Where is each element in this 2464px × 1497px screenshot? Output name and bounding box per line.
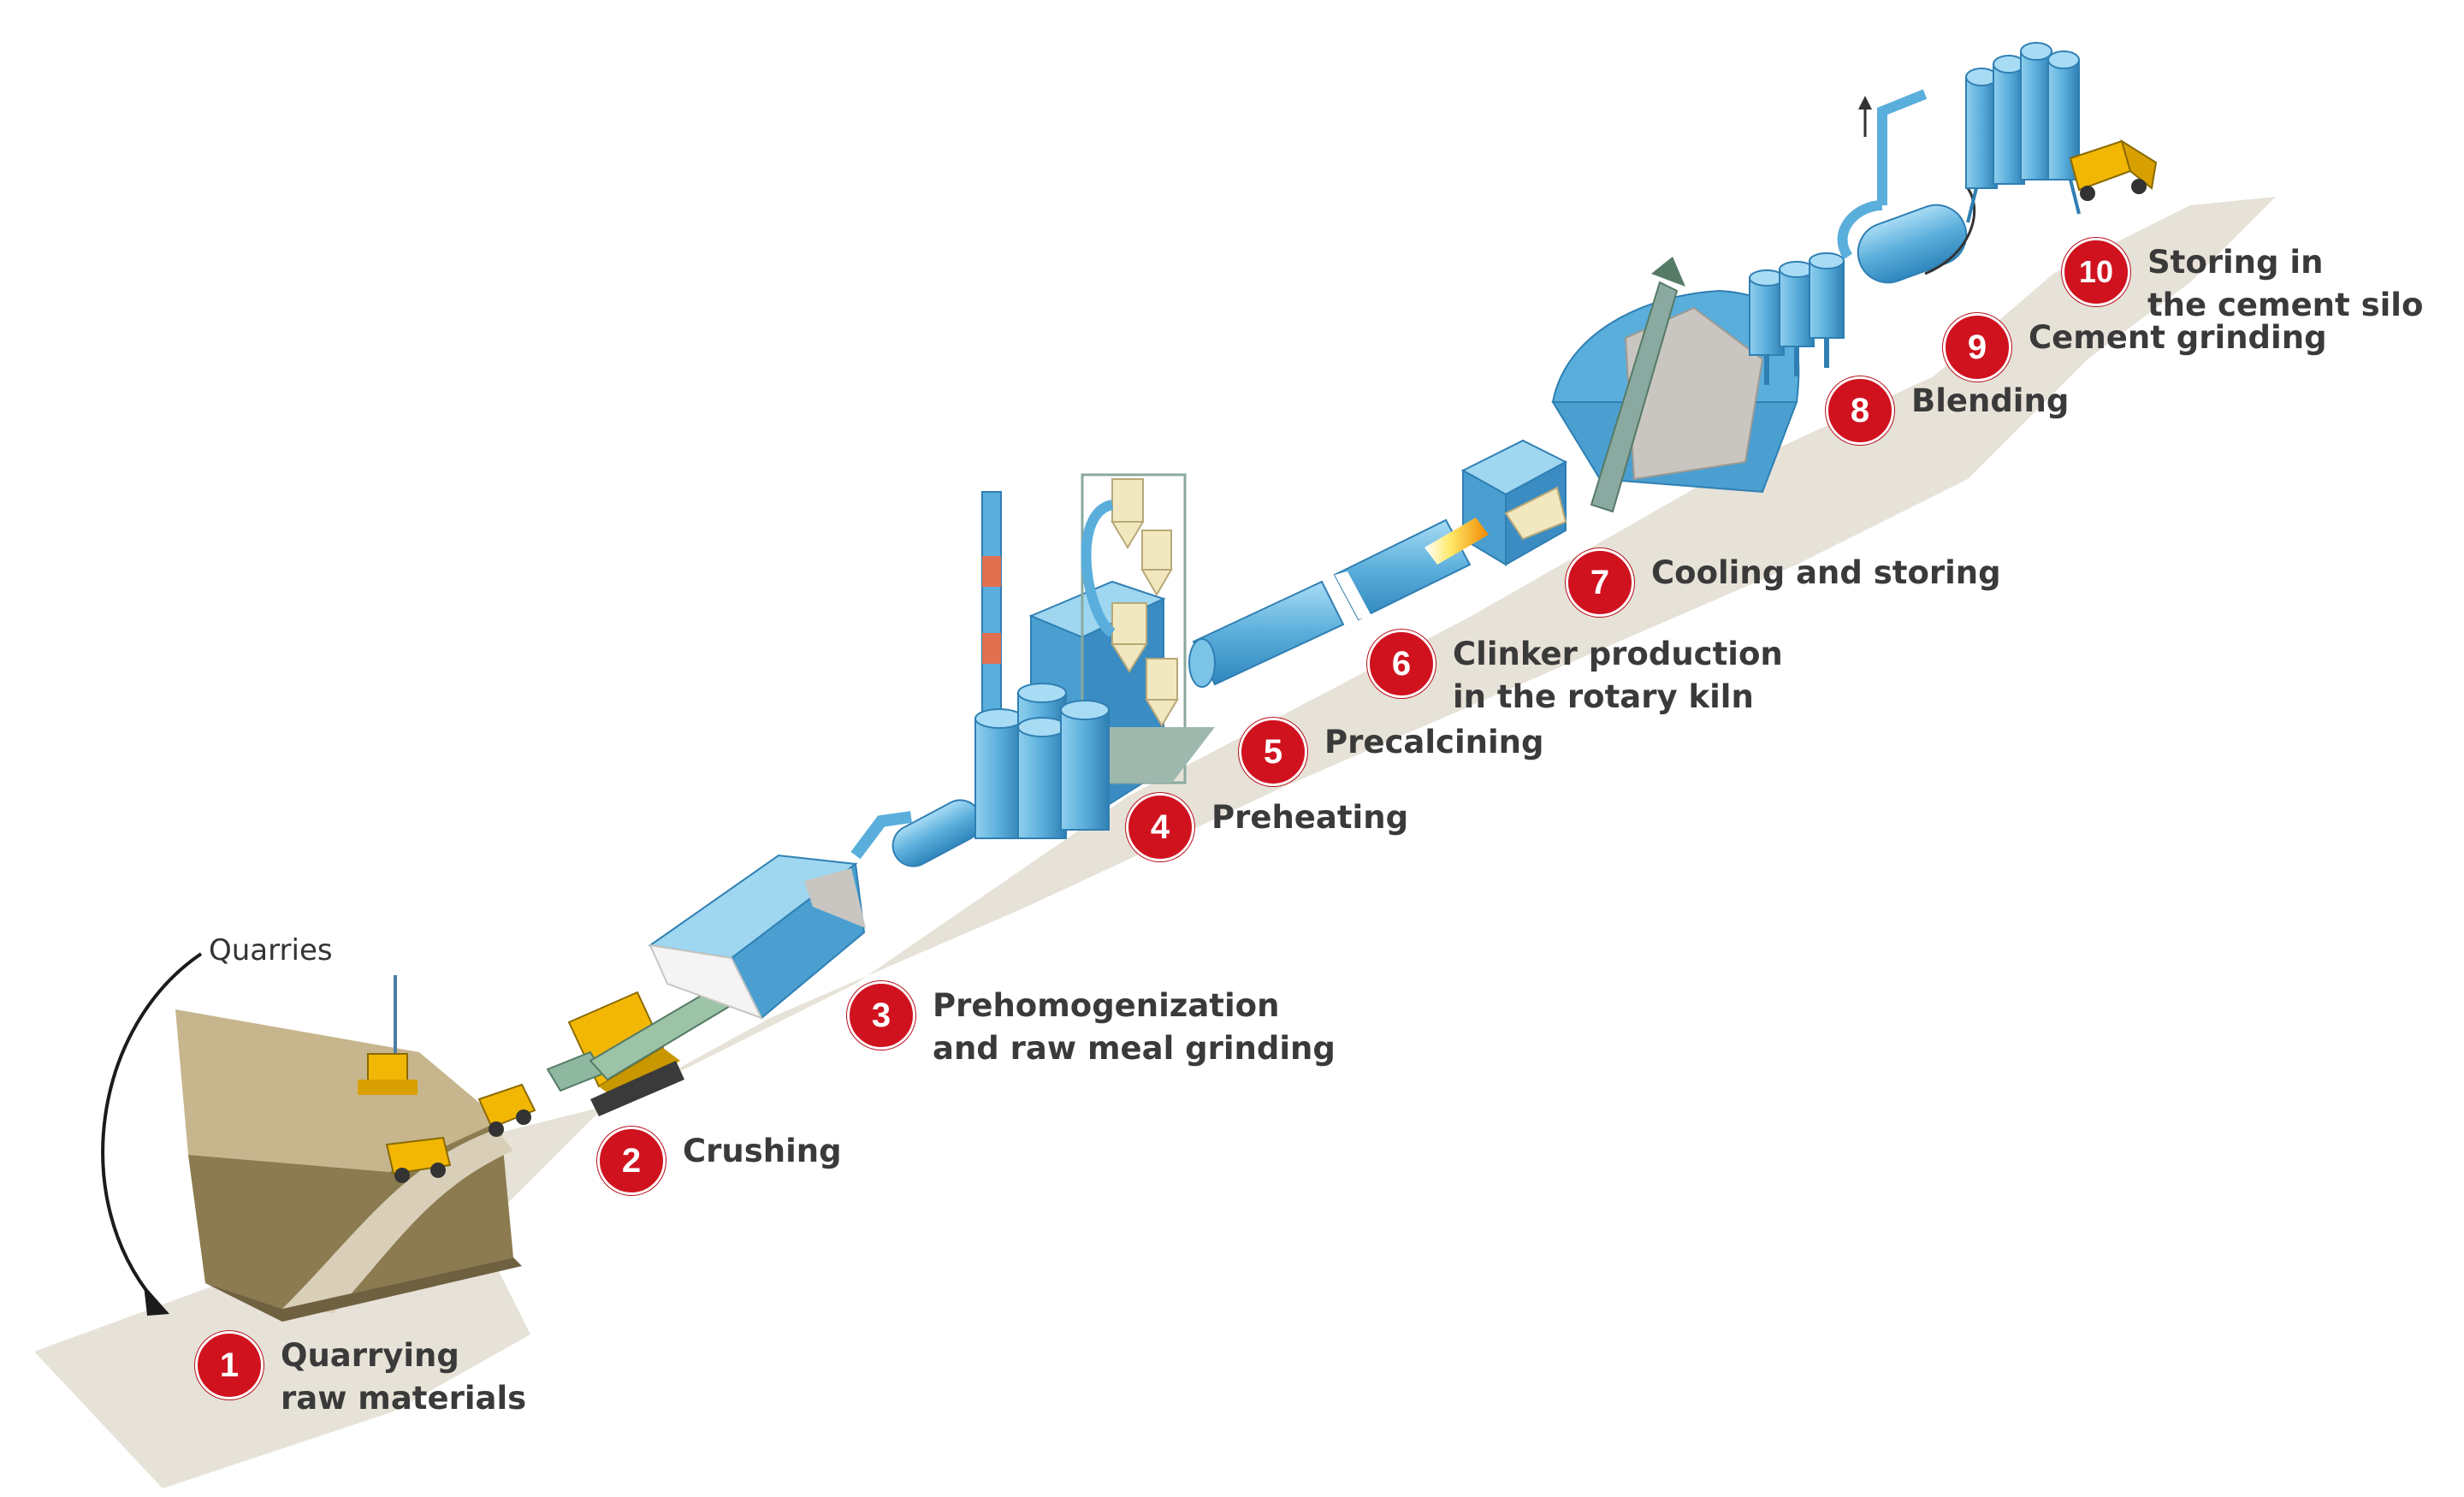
step-number-badge: 5 <box>1239 718 1307 786</box>
exhaust-stack <box>981 491 1002 715</box>
step-9-cement-grinding: 9 Cement grinding <box>1943 313 2327 382</box>
step-label: Cement grinding <box>2029 319 2327 356</box>
step-number-badge: 3 <box>847 981 915 1050</box>
step-number-badge: 7 <box>1566 548 1634 617</box>
step-number-badge: 8 <box>1826 376 1894 445</box>
raw-meal-silos <box>974 683 1110 839</box>
raw-mill <box>850 799 982 867</box>
prehomogenization-hall <box>648 854 866 1020</box>
step-8-blending: 8 Blending <box>1826 376 2069 445</box>
dump-truck <box>385 1136 452 1183</box>
step-label: Preheating <box>1211 799 1409 836</box>
cement-mill <box>1837 89 1976 284</box>
cement-truck <box>2069 139 2158 201</box>
clinker-storage-dome <box>1551 257 1800 513</box>
step-label: Cooling and storing <box>1651 554 2001 591</box>
step-2-crushing: 2 Crushing <box>597 1127 842 1195</box>
step-number-badge: 1 <box>195 1331 264 1399</box>
drilling-rig <box>358 975 418 1095</box>
step-number-badge: 4 <box>1126 793 1194 861</box>
step-label: Crushing <box>683 1133 842 1169</box>
step-number-badge: 2 <box>597 1127 666 1195</box>
quarries-arrow <box>101 952 203 1316</box>
blending-silos <box>1749 252 1845 385</box>
quarry-hill <box>175 1009 522 1322</box>
step-number-badge: 9 <box>1943 313 2011 382</box>
step-5-precalcining: 5 Precalcining <box>1239 718 1544 786</box>
cement-silos <box>1965 42 2081 223</box>
kiln-burner-and-cooler <box>1424 439 1568 566</box>
step-7-cooling-and-storing: 7 Cooling and storing <box>1566 548 2001 617</box>
step-label: Precalcining <box>1324 724 1544 760</box>
step-number-badge: 6 <box>1367 630 1436 698</box>
step-number-badge: 10 <box>2062 238 2130 306</box>
quarries-label: Quarries <box>209 933 333 967</box>
wheel-loader <box>477 1083 536 1137</box>
step-label: Blending <box>1911 382 2070 419</box>
step-4-preheating: 4 Preheating <box>1126 793 1408 861</box>
